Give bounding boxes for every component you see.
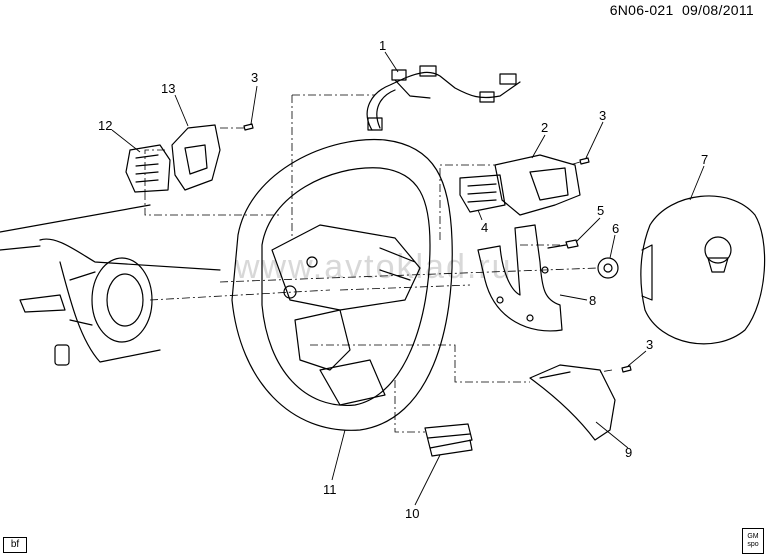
leader-lines	[111, 51, 705, 506]
assembly-guide-lines	[144, 94, 613, 433]
callout-6: 6	[612, 221, 619, 236]
steering-column	[0, 204, 221, 366]
callout-7: 7	[701, 152, 708, 167]
callout-12: 12	[98, 118, 112, 133]
left-switch-bezel	[171, 124, 221, 191]
logo-line-2: spo	[747, 541, 759, 548]
callout-2: 2	[541, 120, 548, 135]
diagram-date: 09/08/2011	[681, 2, 754, 18]
callout-5: 5	[597, 203, 604, 218]
corner-tag: bf	[3, 537, 27, 553]
callout-9: 9	[625, 445, 632, 460]
callout-13: 13	[161, 81, 175, 96]
airbag-module	[640, 195, 766, 345]
callout-3: 3	[599, 108, 606, 123]
bolt	[547, 239, 579, 249]
control-module	[424, 423, 473, 457]
wiring-harness	[366, 65, 521, 131]
callout-8: 8	[589, 293, 596, 308]
right-switch-assembly	[459, 174, 506, 213]
callout-11: 11	[323, 482, 337, 497]
callout-numbers: 1 2 3 3 3 4 5 6 7 8 9 10 11 12 13	[98, 38, 708, 521]
horn-contact-bracket	[477, 224, 563, 332]
callout-1: 1	[379, 38, 386, 53]
gm-spo-logo: GM spo	[742, 528, 764, 554]
diagram-code: 6N06-021	[609, 2, 674, 18]
right-switch-bezel	[494, 154, 581, 216]
washer	[597, 257, 619, 279]
logo-line-1: GM	[747, 533, 759, 540]
diagram-header: 6N06-021 09/08/2011	[610, 2, 754, 18]
callout-4: 4	[481, 220, 488, 235]
left-switch-assembly	[125, 144, 171, 193]
screws	[243, 123, 632, 373]
steering-wheel	[231, 138, 453, 431]
callout-3: 3	[646, 337, 653, 352]
callout-10: 10	[405, 506, 419, 521]
lower-trim-cover	[529, 364, 616, 441]
callout-3: 3	[251, 70, 258, 85]
